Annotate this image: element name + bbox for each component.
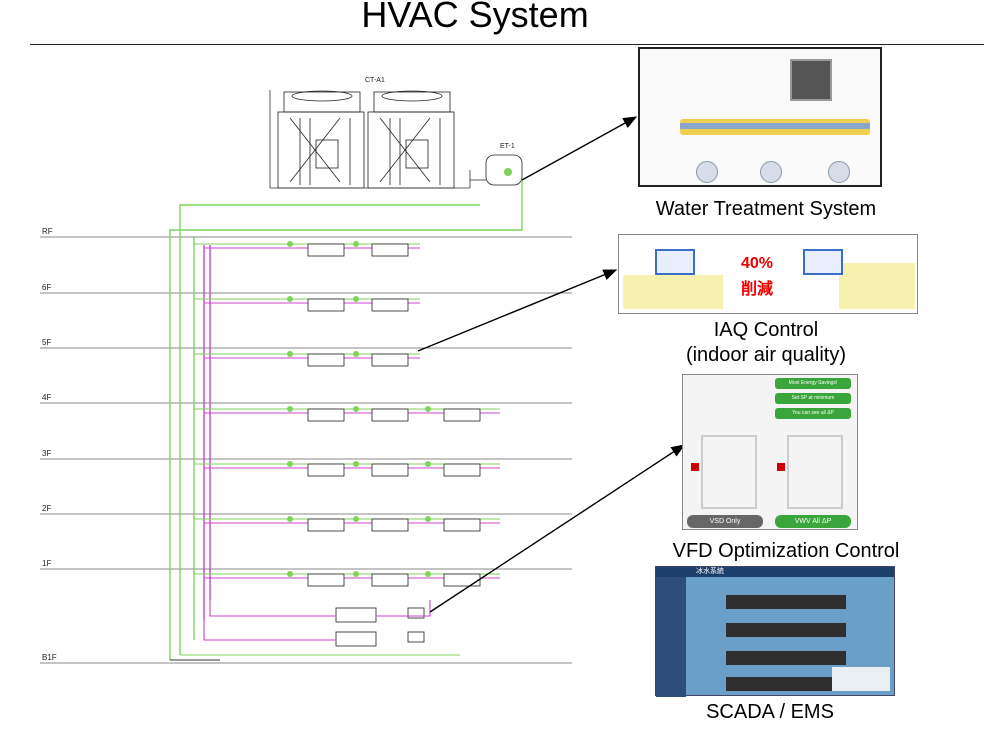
iaq-percent: 40% xyxy=(740,255,774,272)
floor-label-1f: 1F xyxy=(42,559,51,568)
arrow-to-water-treatment xyxy=(521,116,638,181)
green-riser xyxy=(169,180,523,660)
cooling-tower: CT-A1 xyxy=(277,77,455,189)
water-treatment-caption: Water Treatment System xyxy=(655,198,877,220)
scada-legend xyxy=(832,667,890,691)
water-treatment-image xyxy=(638,47,882,187)
valves xyxy=(287,241,431,577)
iaq-caption-line2: (indoor air quality) xyxy=(685,344,847,366)
vfd-image: Most Energy Savings! Set SP at minimum Y… xyxy=(682,374,858,530)
water-treatment-node-1 xyxy=(696,161,718,183)
floor-lines xyxy=(40,236,572,664)
floor-label-2f: 2F xyxy=(42,504,51,513)
water-treatment-node-2 xyxy=(760,161,782,183)
vfd-left-diagram xyxy=(701,435,757,509)
chiller-plant xyxy=(335,607,425,647)
vfd-left-sensor xyxy=(691,463,699,471)
plant-piping xyxy=(170,600,460,661)
vfd-right-sensor xyxy=(777,463,785,471)
iaq-caption-line1: IAQ Control xyxy=(713,319,819,341)
vfd-btn-most-savings: Most Energy Savings! xyxy=(775,378,851,389)
floor-labels: RF 6F 5F 4F 3F 2F 1F B1F xyxy=(42,227,57,662)
pointer-arrows xyxy=(417,116,686,613)
vfd-caption: VFD Optimization Control xyxy=(672,540,900,562)
scada-sidebar xyxy=(656,577,686,697)
scada-equipment-row-1 xyxy=(726,595,846,609)
expansion-tank-label: ET-1 xyxy=(500,143,515,150)
vfd-btn-set-sp: Set SP at minimum xyxy=(775,393,851,404)
scada-header-text: 冰水系統 xyxy=(696,568,724,575)
vfd-label-vsd-only: VSD Only xyxy=(687,515,763,528)
water-treatment-device xyxy=(790,59,832,101)
floor-label-6f: 6F xyxy=(42,283,51,292)
floor-label-3f: 3F xyxy=(42,449,51,458)
floor-label-4f: 4F xyxy=(42,393,51,402)
iaq-right-unit xyxy=(803,249,843,275)
title-divider xyxy=(30,44,984,45)
scada-caption: SCADA / EMS xyxy=(706,701,834,723)
iaq-image: 40% 削減 xyxy=(618,234,918,314)
scada-header xyxy=(656,567,894,577)
vfd-btn-see-all: You can see all ΔP xyxy=(775,408,851,419)
expansion-tank: ET-1 xyxy=(485,143,523,186)
iaq-reduce: 削減 xyxy=(740,281,773,298)
iaq-right-room xyxy=(839,263,915,309)
magenta-riser xyxy=(203,245,211,620)
water-treatment-node-3 xyxy=(828,161,850,183)
floor-label-rf: RF xyxy=(42,227,53,236)
vfd-right-diagram xyxy=(787,435,843,509)
arrow-to-iaq xyxy=(417,269,618,352)
scada-image: 冰水系統 xyxy=(655,566,895,697)
iaq-left-room xyxy=(623,275,723,309)
iaq-left-unit xyxy=(655,249,695,275)
scada-equipment-row-4 xyxy=(726,677,846,691)
slide-title: HVAC System xyxy=(361,0,589,35)
scada-equipment-row-3 xyxy=(726,651,846,665)
floor-label-5f: 5F xyxy=(42,338,51,347)
vfd-label-vwv: VWV All ΔP xyxy=(775,515,851,528)
floor-label-b1f: B1F xyxy=(42,653,57,662)
ahu-units xyxy=(307,243,481,587)
roof-piping xyxy=(269,90,486,189)
cooling-tower-label: CT-A1 xyxy=(365,77,385,84)
scada-equipment-row-2 xyxy=(726,623,846,637)
water-treatment-flow xyxy=(680,123,870,129)
arrow-to-vfd xyxy=(429,444,686,613)
